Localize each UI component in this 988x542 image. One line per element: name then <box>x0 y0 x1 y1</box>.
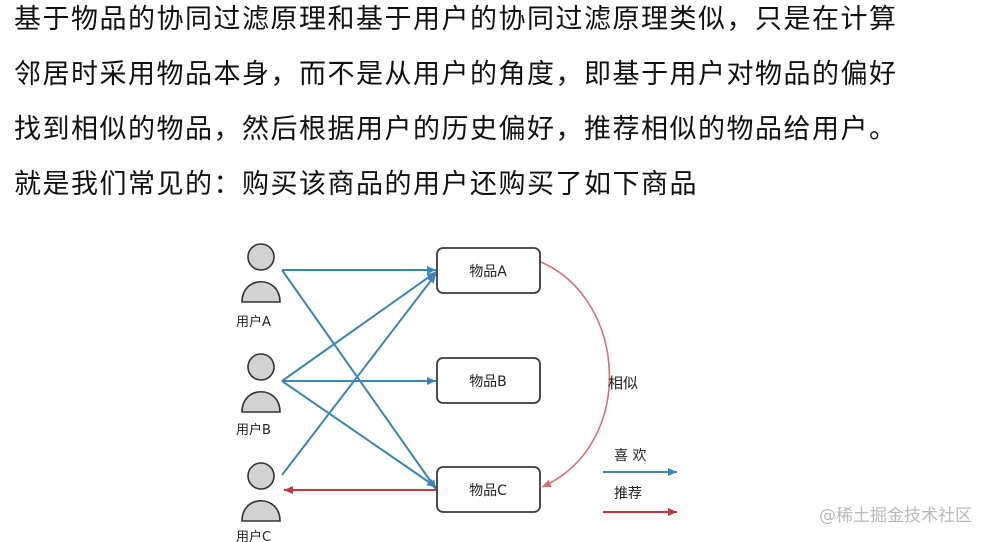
item-c-label: 物品C <box>469 483 507 499</box>
user-c-head-icon <box>247 462 275 490</box>
legend-like-label: 喜 欢 <box>614 448 646 464</box>
item-a-node: 物品A <box>436 247 541 294</box>
user-b-head-icon <box>247 353 275 381</box>
user-a: 用户A <box>236 243 281 330</box>
user-a-label: 用户A <box>236 314 271 330</box>
edge-userC-itemA <box>281 273 437 476</box>
user-c-label: 用户C <box>236 529 271 542</box>
user-b: 用户B <box>236 353 281 438</box>
paragraph-line-1: 基于物品的协同过滤原理和基于用户的协同过滤原理类似，只是在计算 <box>14 4 898 35</box>
similar-label: 相似 <box>608 374 638 392</box>
paragraph-line-4: 就是我们常见的：购买该商品的用户还购买了如下商品 <box>14 169 698 200</box>
edge-userA-itemC <box>281 269 437 490</box>
paragraph-line-2: 邻居时采用物品本身，而不是从用户的角度，即基于用户对物品的偏好 <box>14 59 898 90</box>
item-c-node: 物品C <box>436 466 541 513</box>
item-b-label: 物品B <box>469 374 507 390</box>
paragraph-line-3: 找到相似的物品，然后根据用户的历史偏好，推荐相似的物品给用户。 <box>14 114 898 145</box>
watermark: @稀土掘金技术社区 <box>819 506 972 526</box>
user-b-label: 用户B <box>236 422 271 438</box>
user-b-body-icon <box>241 390 281 413</box>
legend: 喜 欢 推荐 <box>603 448 677 516</box>
item-a-label: 物品A <box>469 264 507 280</box>
legend-recommend-label: 推荐 <box>614 486 642 502</box>
user-a-head-icon <box>247 243 275 271</box>
user-c: 用户C <box>236 462 281 542</box>
edge-userB-itemC <box>281 380 437 488</box>
similarity-arc <box>540 261 611 488</box>
edge-userB-itemA <box>281 271 437 382</box>
item-b-node: 物品B <box>436 357 541 404</box>
user-a-body-icon <box>241 280 281 303</box>
like-edges <box>281 266 437 490</box>
user-c-body-icon <box>241 499 281 522</box>
